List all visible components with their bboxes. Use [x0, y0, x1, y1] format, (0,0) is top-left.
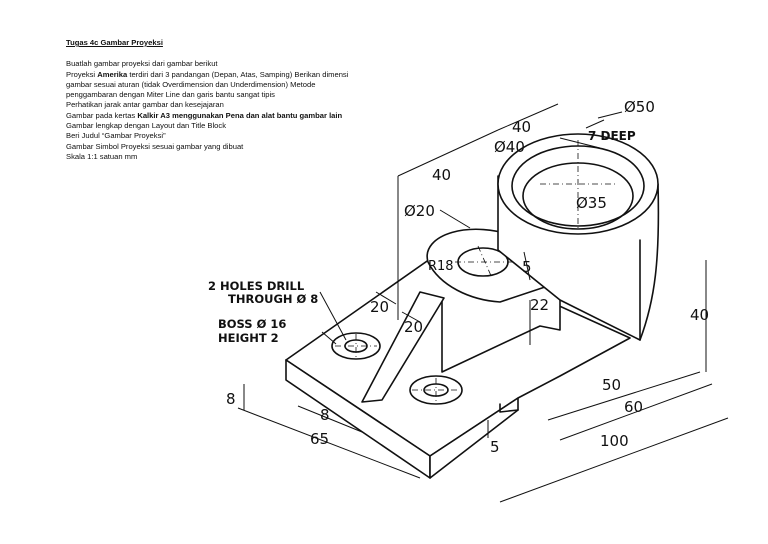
boss-right-outer [409, 375, 463, 405]
boss-note-line1: BOSS Ø 16 [218, 317, 286, 331]
dim-5-bottom: 5 [490, 438, 500, 456]
dim-base-8-front: 8 [320, 406, 330, 424]
dim-5-top: 5 [522, 258, 532, 276]
instruction-text: Beri Judul “Gambar Proyeksi” [66, 131, 166, 141]
instruction-text: Perhatikan jarak antar gambar dan keseja… [66, 100, 224, 110]
boss-left-outer [331, 332, 381, 360]
instruction-text: Gambar lengkap dengan Layout dan Title B… [66, 121, 226, 131]
instruction-text: Buatlah gambar proyeksi dari gambar beri… [66, 59, 218, 69]
instruction-text: penggambaran dengan Miter Line dan garis… [66, 90, 275, 100]
dim-left-40: 40 [432, 166, 451, 184]
instruction-line: Gambar Simbol Proyeksi sesuai gambar yan… [66, 142, 426, 152]
instruction-line: Proyeksi Amerika terdiri dari 3 pandanga… [66, 70, 426, 80]
instruction-line: Gambar lengkap dengan Layout dan Title B… [66, 121, 426, 131]
rib [361, 291, 445, 403]
dim-base-100: 100 [600, 432, 629, 450]
dim-rib-20a: 20 [370, 298, 389, 316]
instruction-text: Gambar Simbol Proyeksi sesuai gambar yan… [66, 141, 244, 151]
dim-base-60: 60 [624, 398, 643, 416]
base-slot [499, 403, 519, 413]
assignment-title: Tugas 4c Gambar Proyeksi [66, 38, 163, 47]
assignment-text: Tugas 4c Gambar Proyeksi Buatlah gambar … [66, 38, 426, 162]
instruction-line: Gambar pada kertas Kalkir A3 menggunakan… [66, 111, 426, 121]
dim-d50: Ø50 [624, 98, 655, 116]
instruction-bold-text: Kalkir A3 menggunakan Pena dan alat bant… [137, 110, 343, 120]
dim-22: 22 [530, 296, 549, 314]
dim-base-50: 50 [602, 376, 621, 394]
instruction-text: gambar sesuai aturan (tidak Overdimensio… [66, 79, 316, 89]
dim-r18: R18 [428, 259, 454, 274]
instruction-line: gambar sesuai aturan (tidak Overdimensio… [66, 80, 426, 90]
dim-base-65: 65 [310, 430, 329, 448]
instruction-lines: Buatlah gambar proyeksi dari gambar beri… [66, 59, 426, 162]
holes-note-line2: THROUGH Ø 8 [228, 292, 318, 306]
instruction-line: Perhatikan jarak antar gambar dan keseja… [66, 100, 426, 110]
instruction-bold-text: Amerika [97, 69, 128, 79]
instruction-line: Beri Judul “Gambar Proyeksi” [66, 131, 426, 141]
instruction-line: Skala 1:1 satuan mm [66, 152, 426, 162]
dim-d35: Ø35 [576, 194, 607, 212]
dim-rib-20b: 20 [404, 318, 423, 336]
dim-d40: Ø40 [494, 138, 525, 156]
instruction-text: Proyeksi [66, 69, 98, 79]
instruction-text: Gambar pada kertas [66, 110, 138, 120]
boss-note-line2: HEIGHT 2 [218, 331, 279, 345]
instruction-text: terdiri dari 3 pandangan (Depan, Atas, S… [127, 69, 349, 79]
instruction-line: penggambaran dengan Miter Line dan garis… [66, 90, 426, 100]
dim-d20: Ø20 [404, 202, 435, 220]
dim-top-40: 40 [512, 118, 531, 136]
instruction-line: Buatlah gambar proyeksi dari gambar beri… [66, 59, 426, 69]
depth-note: 7 DEEP [588, 129, 636, 143]
dim-right-40: 40 [690, 306, 709, 324]
dim-base-8-left: 8 [226, 390, 236, 408]
holes-note-line1: 2 HOLES DRILL [208, 279, 305, 293]
instruction-text: Skala 1:1 satuan mm [66, 151, 138, 161]
